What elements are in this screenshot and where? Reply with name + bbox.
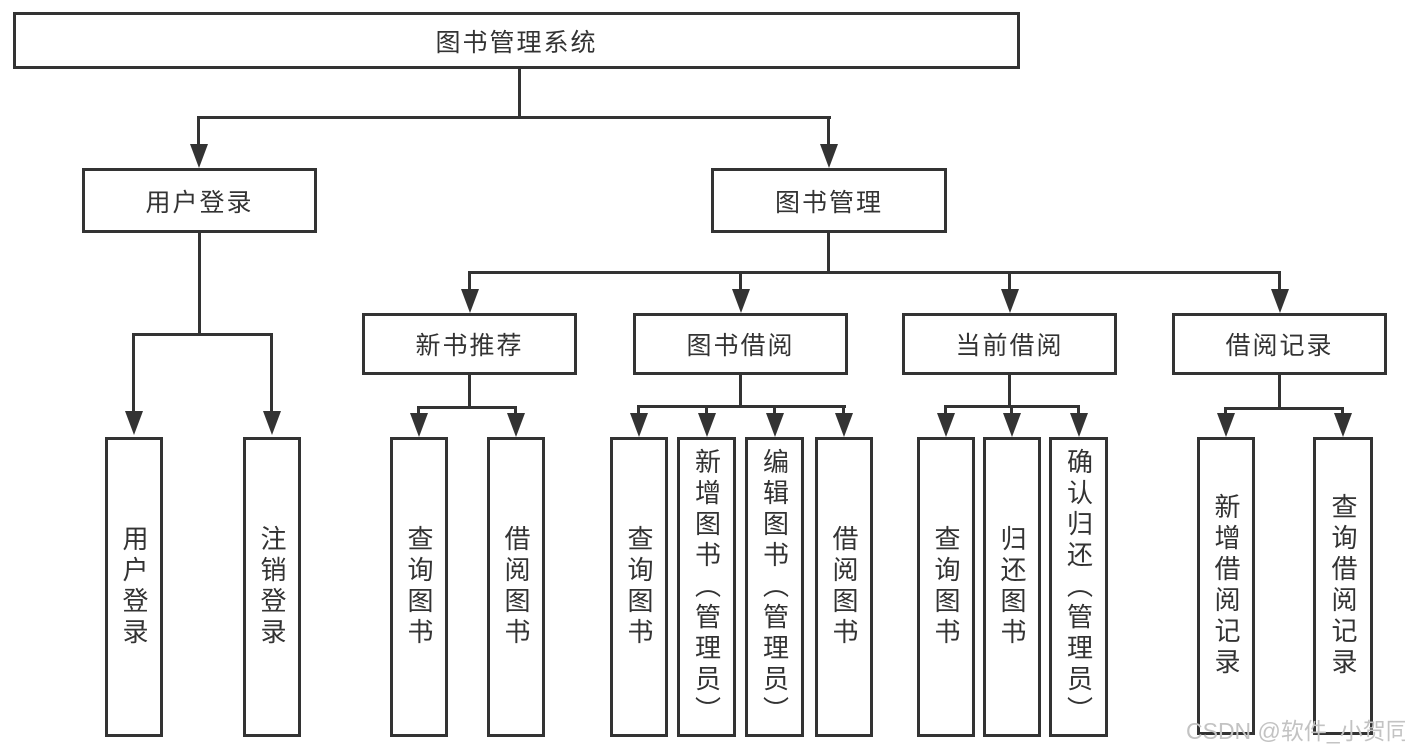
connector-l3-drop	[1008, 271, 1011, 291]
connector-leaf-drop	[1341, 407, 1344, 416]
connector-new-book-down	[468, 375, 471, 409]
connector-leaf-drop	[773, 405, 776, 415]
arrowhead-icon	[1271, 289, 1289, 313]
connector-root-drop	[518, 69, 521, 119]
node-leaf-add-books-admin-label: 新增图书（管理员）	[691, 447, 722, 727]
node-leaf-query-books-2-label: 查询图书	[624, 525, 654, 649]
connector-l3-drop	[1278, 271, 1281, 291]
node-library-management-system: 图书管理系统	[13, 12, 1020, 69]
arrowhead-icon	[1070, 413, 1088, 437]
connector-leaf-drop	[270, 333, 273, 412]
node-leaf-add-borrow-record-label: 新增借阅记录	[1211, 493, 1241, 679]
connector-leaf-drop	[1224, 407, 1227, 416]
arrowhead-icon	[461, 289, 479, 313]
connector-leaf-drop	[514, 406, 517, 416]
arrowhead-icon	[1334, 413, 1352, 437]
node-new-book-recommendation: 新书推荐	[362, 313, 577, 375]
node-borrowing-records: 借阅记录	[1172, 313, 1387, 375]
node-leaf-return-books-label: 归还图书	[997, 525, 1027, 649]
watermark: CSDN @软件_小贺同学	[1186, 718, 1405, 744]
node-leaf-query-books-1: 查询图书	[390, 437, 448, 737]
arrowhead-icon	[820, 144, 838, 168]
node-user-login-label: 用户登录	[145, 188, 254, 217]
arrowhead-icon	[190, 144, 208, 168]
node-leaf-query-books-3-label: 查询图书	[931, 525, 961, 649]
connector-book-borrowing-down	[739, 375, 742, 408]
arrowhead-icon	[835, 413, 853, 437]
arrowhead-icon	[1217, 413, 1235, 437]
node-leaf-query-borrow-record-label: 查询借阅记录	[1328, 493, 1358, 679]
connector-current-borrowing-down	[1008, 375, 1011, 408]
connector-leaf-drop	[1077, 405, 1080, 415]
node-leaf-add-books-admin: 新增图书（管理员）	[677, 437, 736, 737]
connector-leaf-drop	[637, 405, 640, 415]
connector-leaf-drop	[842, 405, 845, 415]
node-user-login: 用户登录	[82, 168, 317, 233]
node-leaf-borrow-books-1: 借阅图书	[487, 437, 545, 737]
node-leaf-add-borrow-record: 新增借阅记录	[1197, 437, 1255, 735]
arrowhead-icon	[732, 289, 750, 313]
connector-borrowing-records-split	[1224, 407, 1344, 410]
connector-user-login-split	[132, 333, 273, 336]
node-leaf-edit-books-admin: 编辑图书（管理员）	[745, 437, 804, 737]
arrowhead-icon	[1001, 289, 1019, 313]
connector-leaf-drop	[417, 406, 420, 416]
node-leaf-edit-books-admin-label: 编辑图书（管理员）	[759, 447, 790, 727]
connector-root-split	[197, 116, 831, 119]
connector-user-login-drop	[197, 116, 200, 146]
node-leaf-query-borrow-record: 查询借阅记录	[1313, 437, 1373, 735]
connector-new-book-split	[417, 406, 517, 409]
connector-book-management-split	[468, 271, 1281, 274]
node-leaf-confirm-return-admin: 确认归还（管理员）	[1049, 437, 1108, 737]
arrowhead-icon	[507, 413, 525, 437]
connector-l3-drop	[739, 271, 742, 291]
arrowhead-icon	[937, 413, 955, 437]
connector-book-management-drop	[827, 116, 830, 146]
connector-leaf-drop	[132, 333, 135, 412]
node-current-borrowing-label: 当前借阅	[955, 332, 1064, 360]
connector-leaf-drop	[944, 405, 947, 415]
node-leaf-user-login: 用户登录	[105, 437, 163, 737]
node-leaf-query-books-2: 查询图书	[610, 437, 668, 737]
node-new-book-recommendation-label: 新书推荐	[415, 332, 524, 360]
connector-leaf-drop	[1010, 405, 1013, 415]
node-book-borrowing-label: 图书借阅	[686, 332, 795, 360]
node-leaf-borrow-books-2-label: 借阅图书	[829, 525, 859, 649]
connector-l3-drop	[468, 271, 471, 291]
node-leaf-user-login-label: 用户登录	[119, 525, 149, 649]
arrowhead-icon	[1003, 413, 1021, 437]
connector-borrowing-records-down	[1278, 375, 1281, 410]
arrowhead-icon	[766, 413, 784, 437]
arrowhead-icon	[125, 411, 143, 435]
node-book-borrowing: 图书借阅	[633, 313, 848, 375]
node-book-management-label: 图书管理	[774, 188, 883, 217]
node-book-management: 图书管理	[711, 168, 947, 233]
node-leaf-borrow-books-1-label: 借阅图书	[501, 525, 531, 649]
node-leaf-logout: 注销登录	[243, 437, 301, 737]
connector-user-login-down	[198, 233, 201, 336]
connector-leaf-drop	[705, 405, 708, 415]
node-leaf-query-books-1-label: 查询图书	[404, 525, 434, 649]
arrowhead-icon	[630, 413, 648, 437]
arrowhead-icon	[263, 411, 281, 435]
node-leaf-query-books-3: 查询图书	[917, 437, 975, 737]
node-borrowing-records-label: 借阅记录	[1225, 332, 1334, 360]
arrowhead-icon	[698, 413, 716, 437]
connector-book-borrowing-split	[637, 405, 846, 408]
connector-book-management-down	[827, 233, 830, 274]
node-leaf-confirm-return-admin-label: 确认归还（管理员）	[1063, 447, 1094, 727]
node-leaf-logout-label: 注销登录	[257, 525, 287, 649]
node-current-borrowing: 当前借阅	[902, 313, 1117, 375]
arrowhead-icon	[410, 413, 428, 437]
node-library-management-system-label: 图书管理系统	[435, 28, 598, 57]
node-leaf-return-books: 归还图书	[983, 437, 1041, 737]
node-leaf-borrow-books-2: 借阅图书	[815, 437, 873, 737]
